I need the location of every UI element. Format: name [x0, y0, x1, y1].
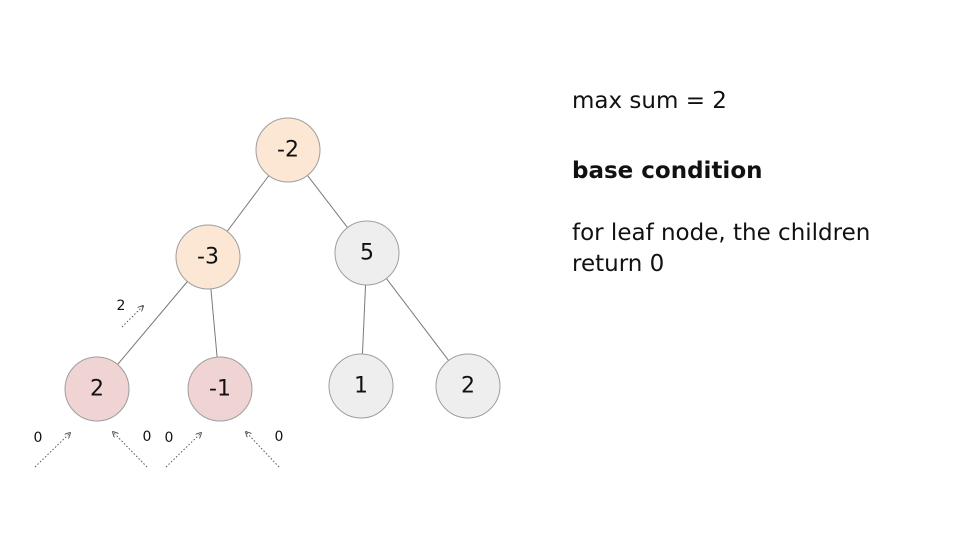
node-circle-left [175, 224, 241, 290]
ret-null-4-arrow [246, 432, 280, 468]
tree-node-right-right: 2 [435, 353, 501, 419]
edge-left-to-left-right [210, 288, 218, 358]
node-circle-left-left [64, 356, 130, 422]
edge-right-to-right-left [361, 284, 367, 355]
ret-null-2-arrow [113, 432, 148, 468]
tree-node-right: 5 [334, 220, 400, 286]
node-value-right: 5 [360, 241, 374, 266]
notes-panel: max sum = 2 base condition for leaf node… [572, 86, 942, 280]
node-value-left-left: 2 [90, 377, 104, 402]
max-sum-text: max sum = 2 [572, 88, 727, 114]
base-condition-heading: base condition [572, 158, 763, 184]
node-value-right-left: 1 [354, 374, 368, 399]
node-value-left-right: -1 [209, 377, 231, 402]
base-condition-line-2: return 0 [572, 251, 665, 277]
node-circle-right [334, 220, 400, 286]
tree-node-left-left: 2 [64, 356, 130, 422]
node-circle-right-left [328, 353, 394, 419]
ret-null-4-label: 0 [275, 429, 284, 445]
ret-null-1-label: 0 [34, 430, 43, 446]
ret-null-3-arrow [165, 433, 201, 468]
node-circle-right-right [435, 353, 501, 419]
ret-left-left-to-left-arrow [121, 306, 143, 328]
node-circle-root [255, 117, 321, 183]
base-condition-line-1: for leaf node, the children [572, 220, 871, 246]
edge-right-to-right-right [385, 278, 450, 361]
tree-node-left-right: -1 [187, 356, 253, 422]
edge-root-to-right [307, 175, 348, 228]
ret-null-3-label: 0 [165, 430, 174, 446]
ret-null-1-arrow [34, 433, 70, 468]
ret-left-left-to-left-label: 2 [117, 298, 126, 314]
node-circle-left-right [187, 356, 253, 422]
ret-null-2-label: 0 [143, 429, 152, 445]
node-value-root: -2 [277, 138, 299, 163]
tree-node-root: -2 [255, 117, 321, 183]
edge-root-to-left [226, 175, 270, 232]
edge-left-to-left-left [117, 281, 188, 365]
tree-node-right-left: 1 [328, 353, 394, 419]
node-value-left: -3 [197, 245, 219, 270]
tree-node-left: -3 [175, 224, 241, 290]
node-value-right-right: 2 [461, 374, 475, 399]
